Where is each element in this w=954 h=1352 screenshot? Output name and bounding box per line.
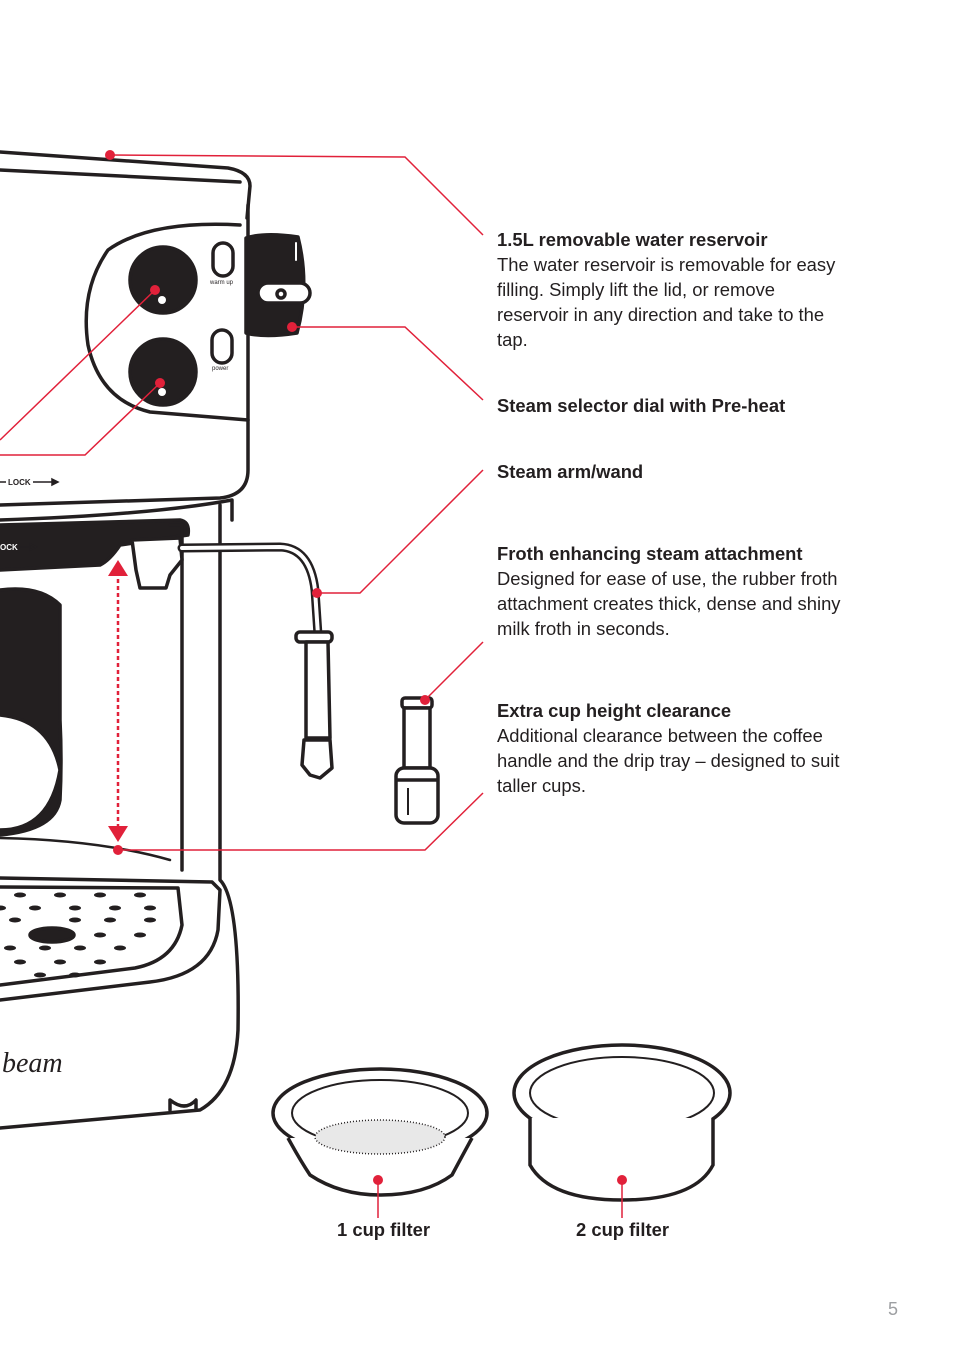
callout-title: 1.5L removable water reservoir — [497, 229, 768, 250]
power-dial — [128, 337, 198, 407]
warm-up-label: warm up — [209, 280, 234, 286]
page-number: 5 — [888, 1299, 899, 1319]
callout-description: The water reservoir is removable for eas… — [497, 254, 836, 350]
callout-title: Steam arm/wand — [497, 461, 644, 482]
two-cup-filter-label: 2 cup filter — [576, 1219, 669, 1240]
control-panel — [84, 222, 250, 422]
callout-title: Extra cup height clearance — [497, 700, 732, 721]
lock-label: LOCK — [8, 478, 31, 487]
power-label: power — [212, 366, 228, 372]
callout-steam-arm: Steam arm/wand — [497, 459, 842, 484]
power-light — [210, 328, 234, 365]
one-cup-filter-label: 1 cup filter — [337, 1219, 430, 1240]
callout-steam-selector: Steam selector dial with Pre-heat — [497, 393, 842, 418]
two-cup-filter — [512, 1043, 732, 1202]
callout-cup-clearance: Extra cup height clearance Additional cl… — [497, 698, 842, 798]
one-cup-filter — [271, 1067, 489, 1197]
lock-label-2: OCK — [0, 543, 18, 552]
callout-description: Additional clearance between the coffee … — [497, 725, 840, 796]
drip-tray — [0, 876, 222, 1002]
callout-description: Designed for ease of use, the rubber fro… — [497, 568, 841, 639]
water-reservoir — [0, 150, 252, 220]
warm-up-light — [211, 241, 235, 278]
steam-valve — [130, 536, 184, 590]
brand-logo: beam — [2, 1048, 63, 1079]
callout-froth-attachment: Froth enhancing steam attachment Designe… — [497, 541, 842, 641]
callout-title: Steam selector dial with Pre-heat — [497, 395, 786, 416]
callout-title: Froth enhancing steam attachment — [497, 543, 803, 564]
froth-attachment — [394, 696, 440, 825]
callout-water-reservoir: 1.5L removable water reservoir The water… — [497, 227, 842, 352]
brew-dial — [128, 245, 198, 315]
steam-arm — [177, 542, 323, 640]
machine-body — [0, 203, 250, 507]
